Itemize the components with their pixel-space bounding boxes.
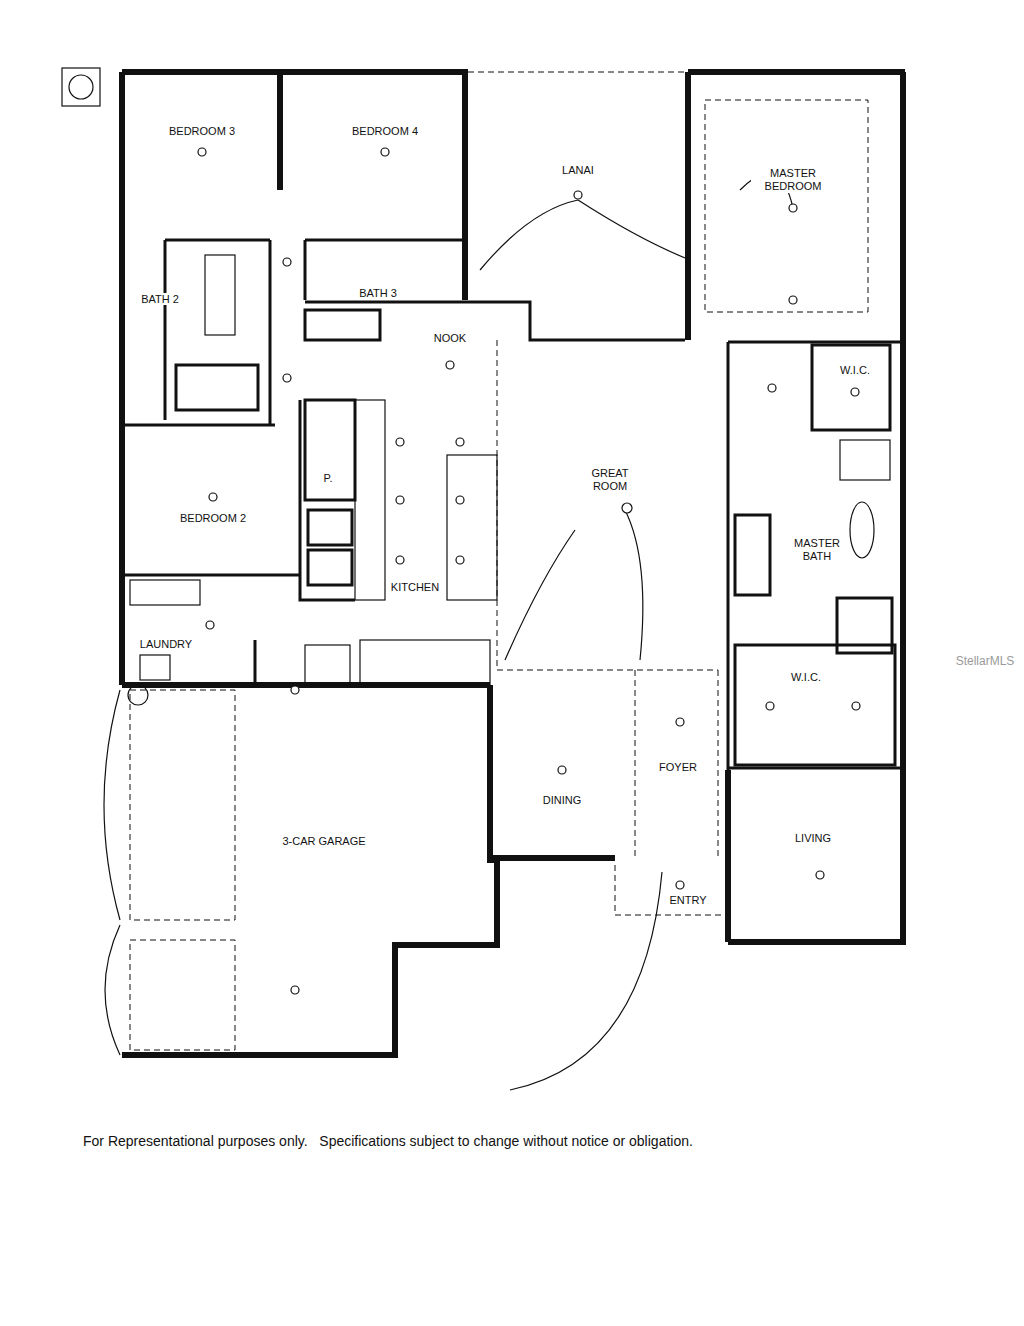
room-label: LAUNDRY [138, 638, 194, 651]
room-label: MASTER BATH [785, 537, 849, 562]
caption: For Representational purposes only. Spec… [83, 1133, 693, 1149]
room-label: BEDROOM 2 [178, 512, 248, 525]
watermark: StellarMLS [954, 655, 1017, 669]
room-label: LANAI [560, 164, 596, 177]
room-label: 3-CAR GARAGE [280, 835, 367, 848]
room-label: BATH 3 [357, 287, 399, 300]
walls [122, 72, 905, 1055]
interior-walls [122, 240, 905, 770]
room-label: DINING [541, 794, 584, 807]
room-label: NOOK [432, 332, 468, 345]
room-label: W.I.C. [789, 671, 823, 684]
room-label: BATH 2 [139, 293, 181, 306]
room-label: W.I.C. [838, 364, 872, 377]
room-label: LIVING [793, 832, 833, 845]
room-label: ENTRY [667, 894, 708, 907]
room-label: BEDROOM 3 [167, 125, 237, 138]
room-label: GREAT ROOM [578, 467, 642, 492]
light-fixtures [198, 148, 860, 994]
room-label: KITCHEN [389, 581, 441, 594]
fixtures [62, 68, 890, 1090]
room-label: P. [322, 472, 335, 485]
room-label: BEDROOM 4 [350, 125, 420, 138]
dashed-outlines [130, 72, 868, 1050]
room-label: MASTER BEDROOM [751, 167, 835, 192]
room-label: FOYER [657, 761, 699, 774]
